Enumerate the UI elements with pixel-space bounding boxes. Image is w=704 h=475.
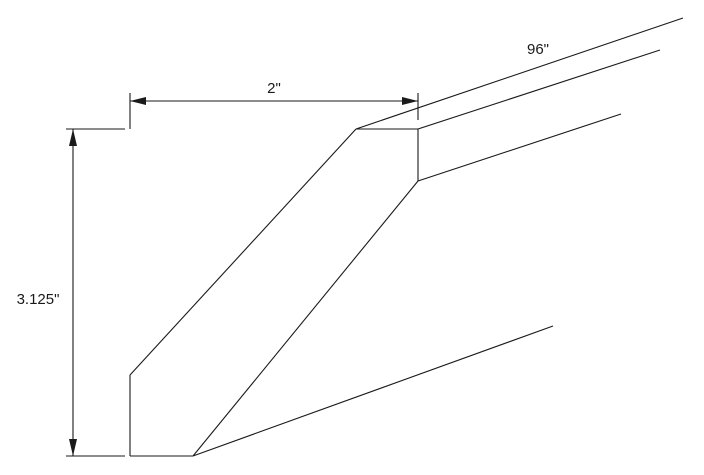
height-label: 3.125" <box>17 291 60 308</box>
height-dimension: 3.125" <box>17 128 125 457</box>
width-arrow-right <box>402 97 418 105</box>
molding-profile <box>129 128 419 457</box>
length-label: 96" <box>527 41 549 58</box>
profile-inner-chamfer <box>192 180 419 457</box>
extension-top-back <box>355 17 684 130</box>
extension-top-front <box>417 49 661 130</box>
height-arrow-top <box>69 129 77 146</box>
length-extension-lines <box>192 17 684 457</box>
width-arrow-left <box>130 97 146 105</box>
profile-outer-chamfer <box>129 128 357 376</box>
extension-middle <box>417 113 622 182</box>
width-dimension: 2" <box>129 80 419 129</box>
height-arrow-bottom <box>69 439 77 456</box>
width-label: 2" <box>267 80 281 97</box>
extension-bottom <box>192 325 554 457</box>
